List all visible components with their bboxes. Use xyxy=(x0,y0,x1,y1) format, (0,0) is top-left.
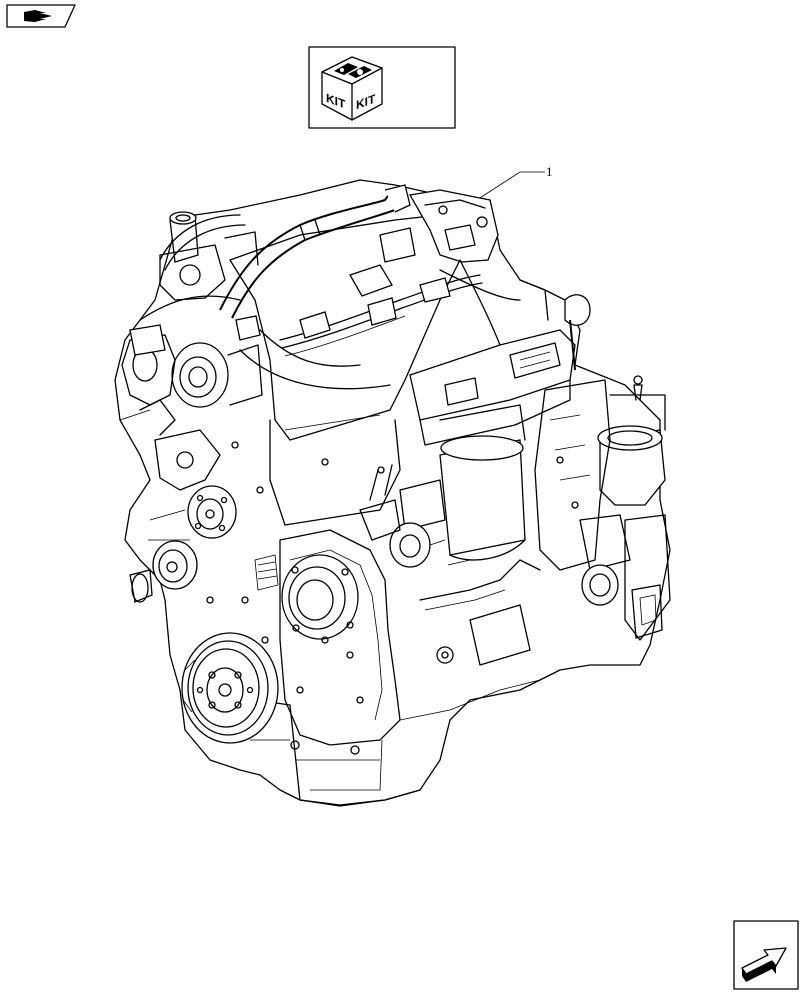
turbocharger xyxy=(121,334,263,408)
fuel-filter xyxy=(399,404,526,561)
fuel-pump xyxy=(359,464,471,568)
water-pump xyxy=(129,485,237,603)
egr-valve xyxy=(379,189,499,263)
next-page-arrow-icon[interactable] xyxy=(733,920,799,990)
timing-cover xyxy=(281,554,359,644)
engine-assembly xyxy=(114,179,671,807)
oil-filter xyxy=(597,375,666,506)
kit-box: KIT KIT xyxy=(308,46,456,129)
intake-hose xyxy=(159,184,411,319)
callout-number: 1 xyxy=(546,164,553,179)
book-arrow-icon[interactable] xyxy=(6,4,76,28)
injector-lines xyxy=(239,259,521,390)
electrical-module xyxy=(409,329,576,446)
callout-1: 1 xyxy=(471,164,553,204)
crankshaft-pulley xyxy=(181,632,279,744)
kit-box-icon: KIT KIT xyxy=(321,56,383,121)
